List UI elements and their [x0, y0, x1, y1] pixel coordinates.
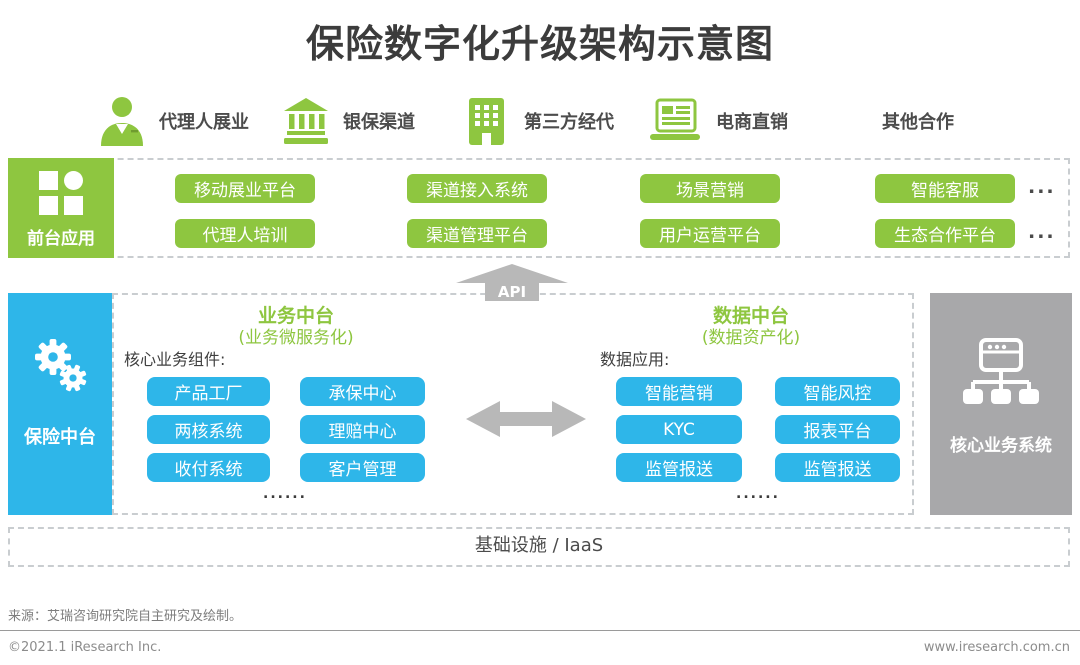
channel-label: 银保渠道	[343, 112, 415, 133]
bank-icon	[284, 98, 328, 144]
platform-button: 用户运营平台	[640, 219, 780, 248]
double-arrow-icon	[464, 397, 588, 445]
channel-item-bank: 银保渠道	[283, 94, 415, 148]
data-button: 监管报送	[775, 453, 900, 482]
data-platform-title: 数据中台	[712, 305, 789, 327]
ellipsis: ...	[1028, 221, 1056, 243]
business-button: 理赔中心	[300, 415, 425, 444]
data-button: KYC	[616, 415, 742, 444]
ellipsis: ...	[1028, 176, 1056, 198]
data-button: 监管报送	[616, 453, 742, 482]
platform-button: 渠道接入系统	[407, 174, 547, 203]
gears-icon	[35, 339, 87, 392]
office-building-icon	[469, 98, 504, 145]
platform-button: 渠道管理平台	[407, 219, 547, 248]
data-platform-subtitle: (数据资产化)	[701, 328, 801, 348]
core-system-label: 核心业务系统	[950, 436, 1052, 456]
core-system-panel: 核心业务系统	[930, 293, 1072, 515]
platform-button: 场景营销	[640, 174, 780, 203]
channel-label: 第三方经代	[524, 112, 614, 133]
business-button: 产品工厂	[147, 377, 270, 406]
copyright-text: ©2021.1 iResearch Inc.	[8, 640, 162, 655]
platform-button: 生态合作平台	[875, 219, 1015, 248]
business-button: 客户管理	[300, 453, 425, 482]
data-button: 智能风控	[775, 377, 900, 406]
channel-label: 电商直销	[716, 112, 788, 133]
data-button: 智能营销	[616, 377, 742, 406]
platform-button: 智能客服	[875, 174, 1015, 203]
insurance-sidebar-label: 保险中台	[24, 427, 96, 448]
network-topology-icon	[963, 338, 1039, 404]
frontend-sidebar-label: 前台应用	[27, 229, 95, 249]
insurance-middle-sidebar: 保险中台	[8, 293, 112, 515]
data-button: 报表平台	[775, 415, 900, 444]
laptop-icon	[650, 98, 700, 140]
ellipsis: ......	[263, 486, 307, 502]
channel-item-other: 其他合作	[882, 94, 954, 148]
frontend-sidebar: 前台应用	[8, 158, 114, 258]
channel-item-ecommerce: 电商直销	[648, 94, 788, 148]
platform-button: 代理人培训	[175, 219, 315, 248]
platform-button: 移动展业平台	[175, 174, 315, 203]
api-arrow-label: API	[498, 283, 526, 301]
agent-person-icon	[101, 97, 143, 146]
api-arrow: API	[454, 263, 570, 305]
website-text: www.iresearch.com.cn	[923, 640, 1070, 655]
channel-label: 其他合作	[882, 112, 954, 133]
data-section-label: 数据应用:	[600, 350, 670, 369]
dashboard-grid-icon	[39, 171, 83, 215]
channel-item-agent: 代理人展业	[95, 94, 249, 148]
channel-label: 代理人展业	[159, 112, 249, 133]
business-button: 收付系统	[147, 453, 270, 482]
source-note: 来源：艾瑞咨询研究院自主研究及绘制。	[8, 609, 243, 624]
infrastructure-band	[8, 527, 1070, 567]
business-platform-subtitle: (业务微服务化)	[238, 328, 354, 348]
business-button: 两核系统	[147, 415, 270, 444]
business-section-label: 核心业务组件:	[124, 350, 226, 369]
channel-item-broker: 第三方经代	[463, 94, 614, 148]
business-button: 承保中心	[300, 377, 425, 406]
business-platform-title: 业务中台	[257, 305, 334, 327]
infrastructure-label: 基础设施 / IaaS	[474, 535, 604, 556]
ellipsis: ......	[736, 486, 780, 502]
page-title: 保险数字化升级架构示意图	[305, 22, 774, 66]
footer-divider	[0, 630, 1080, 631]
